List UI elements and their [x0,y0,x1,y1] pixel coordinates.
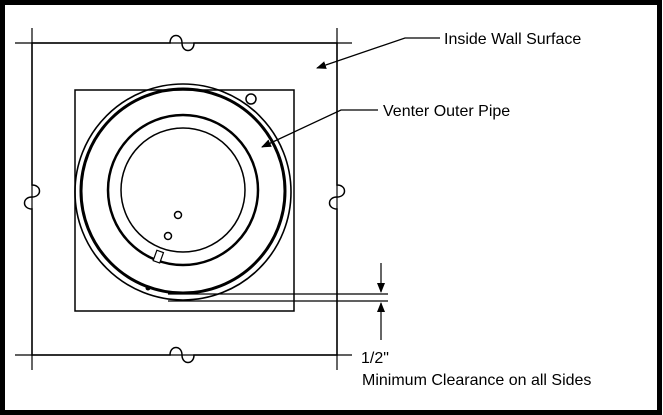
inside-wall-surface-label: Inside Wall Surface [444,31,581,48]
venter-outer-pipe [74,83,292,301]
venter-inner-pipe [106,113,260,267]
clearance-value-label: 1/2" [361,350,389,367]
pipe-seam-tab [152,249,165,264]
venter-inner-pipe-bore [120,127,246,253]
inner-pipe-hole [173,210,183,220]
pipe-mark [145,285,151,291]
clearance-note-label: Minimum Clearance on all Sides [362,372,591,389]
venter-pipe-leader [261,109,378,148]
venter-outer-pipe-inner-edge [79,87,287,295]
venter-outer-pipe-label: Venter Outer Pipe [383,103,510,120]
inside-wall-leader [316,37,440,69]
plate-screw-hole [245,93,257,105]
inner-pipe-hole [163,231,173,241]
